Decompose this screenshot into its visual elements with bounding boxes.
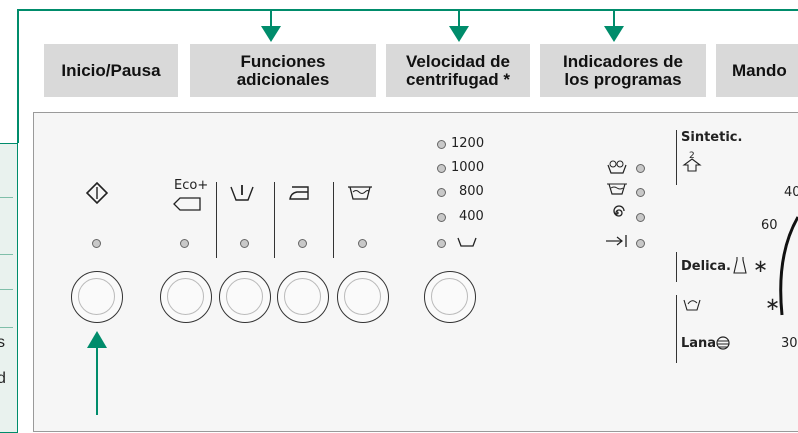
spin-led-1200 (437, 140, 446, 149)
start-pause-led (92, 239, 101, 248)
connector-top-line (17, 9, 798, 11)
spin-speed-800: 800 (459, 184, 484, 199)
hand-wash-icon (683, 299, 701, 311)
soak-led (358, 239, 367, 248)
connector-drop-indicators (613, 9, 615, 29)
wool-icon (716, 336, 730, 350)
spin-phase-icon (613, 205, 625, 217)
side-text: s (0, 334, 5, 351)
soak-button[interactable] (337, 271, 389, 323)
arrow-down-icon (604, 26, 624, 42)
eco-icon (173, 197, 201, 211)
soak-wash-icon (348, 186, 372, 200)
spin-speed-1200: 1200 (451, 136, 485, 151)
eco-led (180, 239, 189, 248)
side-text: d (0, 370, 6, 387)
program-sintetic: Sintetic. (681, 130, 743, 145)
rinse-led (240, 239, 249, 248)
no-spin-icon (457, 237, 477, 247)
separator (274, 182, 275, 258)
arrow-down-icon (449, 26, 469, 42)
snowflake-icon: ∗ (753, 256, 769, 276)
temp-30: 30 (781, 336, 798, 351)
temp-60: 60 (761, 218, 778, 233)
spin-led-no-spin (437, 239, 446, 248)
connector-drop-speed (458, 9, 460, 29)
separator (676, 295, 677, 363)
separator (676, 252, 677, 282)
spin-speed-button[interactable] (424, 271, 476, 323)
spin-led-800 (437, 188, 446, 197)
arrow-down-icon (261, 26, 281, 42)
rinse-phase-icon (607, 183, 627, 195)
temp-40: 40 (784, 185, 798, 200)
rinse-icon (230, 185, 254, 201)
delicate-icon (733, 257, 747, 274)
side-panel: s d (0, 143, 18, 433)
end-led (636, 239, 645, 248)
spin-speed-1000: 1000 (451, 160, 485, 175)
program-lana: Lana (681, 336, 717, 351)
eco-label: Eco+ (174, 178, 209, 193)
header-program-indicators: Indicadores de los programas (540, 44, 706, 97)
eco-button[interactable] (160, 271, 212, 323)
iron-icon (289, 186, 309, 200)
separator (676, 130, 677, 185)
rinse-phase-led (636, 188, 645, 197)
spin-speed-400: 400 (459, 209, 484, 224)
control-panel (33, 112, 798, 432)
synthetic-icon: 2 (682, 151, 702, 172)
header-dial: Mando (716, 44, 798, 97)
connector-drop-functions (270, 9, 272, 29)
program-dial[interactable] (770, 215, 798, 335)
separator (333, 182, 334, 258)
spin-led-1000 (437, 164, 446, 173)
header-start-pause: Inicio/Pausa (44, 44, 178, 97)
end-icon (606, 235, 627, 247)
header-additional-functions: Funciones adicionales (190, 44, 376, 97)
spin-phase-led (636, 213, 645, 222)
iron-button[interactable] (277, 271, 329, 323)
wash-icon (607, 160, 627, 174)
connector-up-line (96, 346, 98, 415)
iron-led (298, 239, 307, 248)
rinse-button[interactable] (219, 271, 271, 323)
separator (216, 182, 217, 258)
program-delica: Delica. (681, 259, 731, 274)
snowflake-icon: ∗ (765, 294, 781, 314)
start-pause-icon (86, 182, 108, 204)
spin-led-400 (437, 213, 446, 222)
wash-led (636, 164, 645, 173)
svg-text:2: 2 (689, 151, 695, 161)
header-spin-speed: Velocidad de centrifugad * (386, 44, 530, 97)
connector-left-line (17, 9, 19, 143)
arrow-up-icon (87, 331, 107, 348)
start-pause-button[interactable] (71, 271, 123, 323)
